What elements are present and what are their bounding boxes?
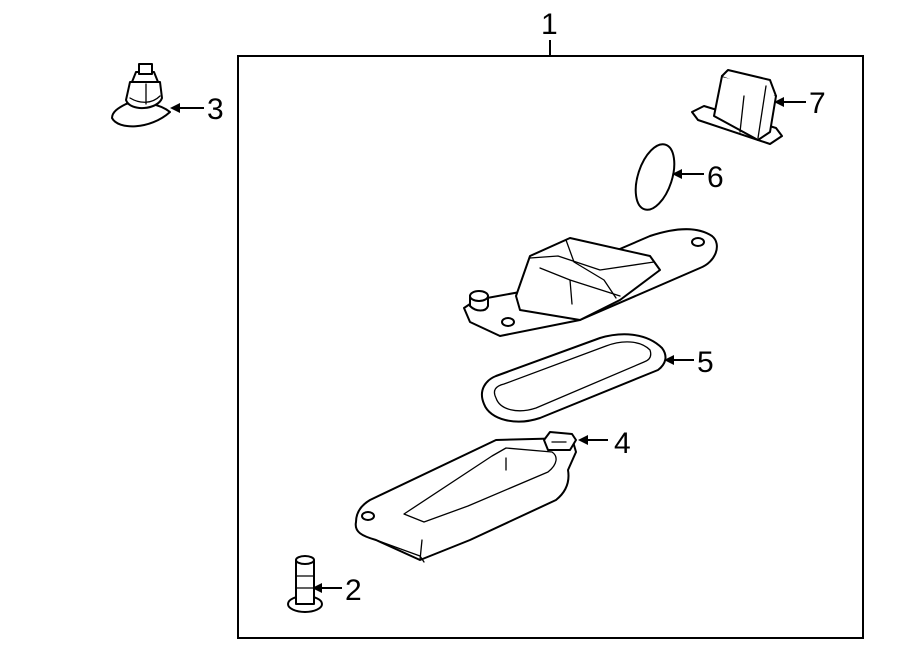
callout-7: 7 <box>774 87 826 120</box>
callout-4: 4 <box>578 427 631 460</box>
callout-2: 2 <box>312 574 362 607</box>
callout-7-label: 7 <box>809 87 826 120</box>
callout-6: 6 <box>672 161 724 194</box>
callout-5: 5 <box>664 346 714 379</box>
callout-5-label: 5 <box>697 346 714 379</box>
clip-part-3 <box>111 63 171 128</box>
gasket-part-5 <box>480 333 667 423</box>
lamp-housing <box>463 228 718 337</box>
callout-6-label: 6 <box>707 161 724 194</box>
seal-part-6 <box>634 143 676 211</box>
screw-part-2 <box>287 555 323 613</box>
callout-3-label: 3 <box>207 93 224 126</box>
bulb-socket-part-7 <box>691 69 783 145</box>
callout-3: 3 <box>170 93 224 126</box>
lens-part-4 <box>354 431 577 563</box>
callout-4-label: 4 <box>614 427 631 460</box>
callout-1: 1 <box>541 8 558 56</box>
callout-1-label: 1 <box>541 8 558 41</box>
callout-2-label: 2 <box>345 574 362 607</box>
